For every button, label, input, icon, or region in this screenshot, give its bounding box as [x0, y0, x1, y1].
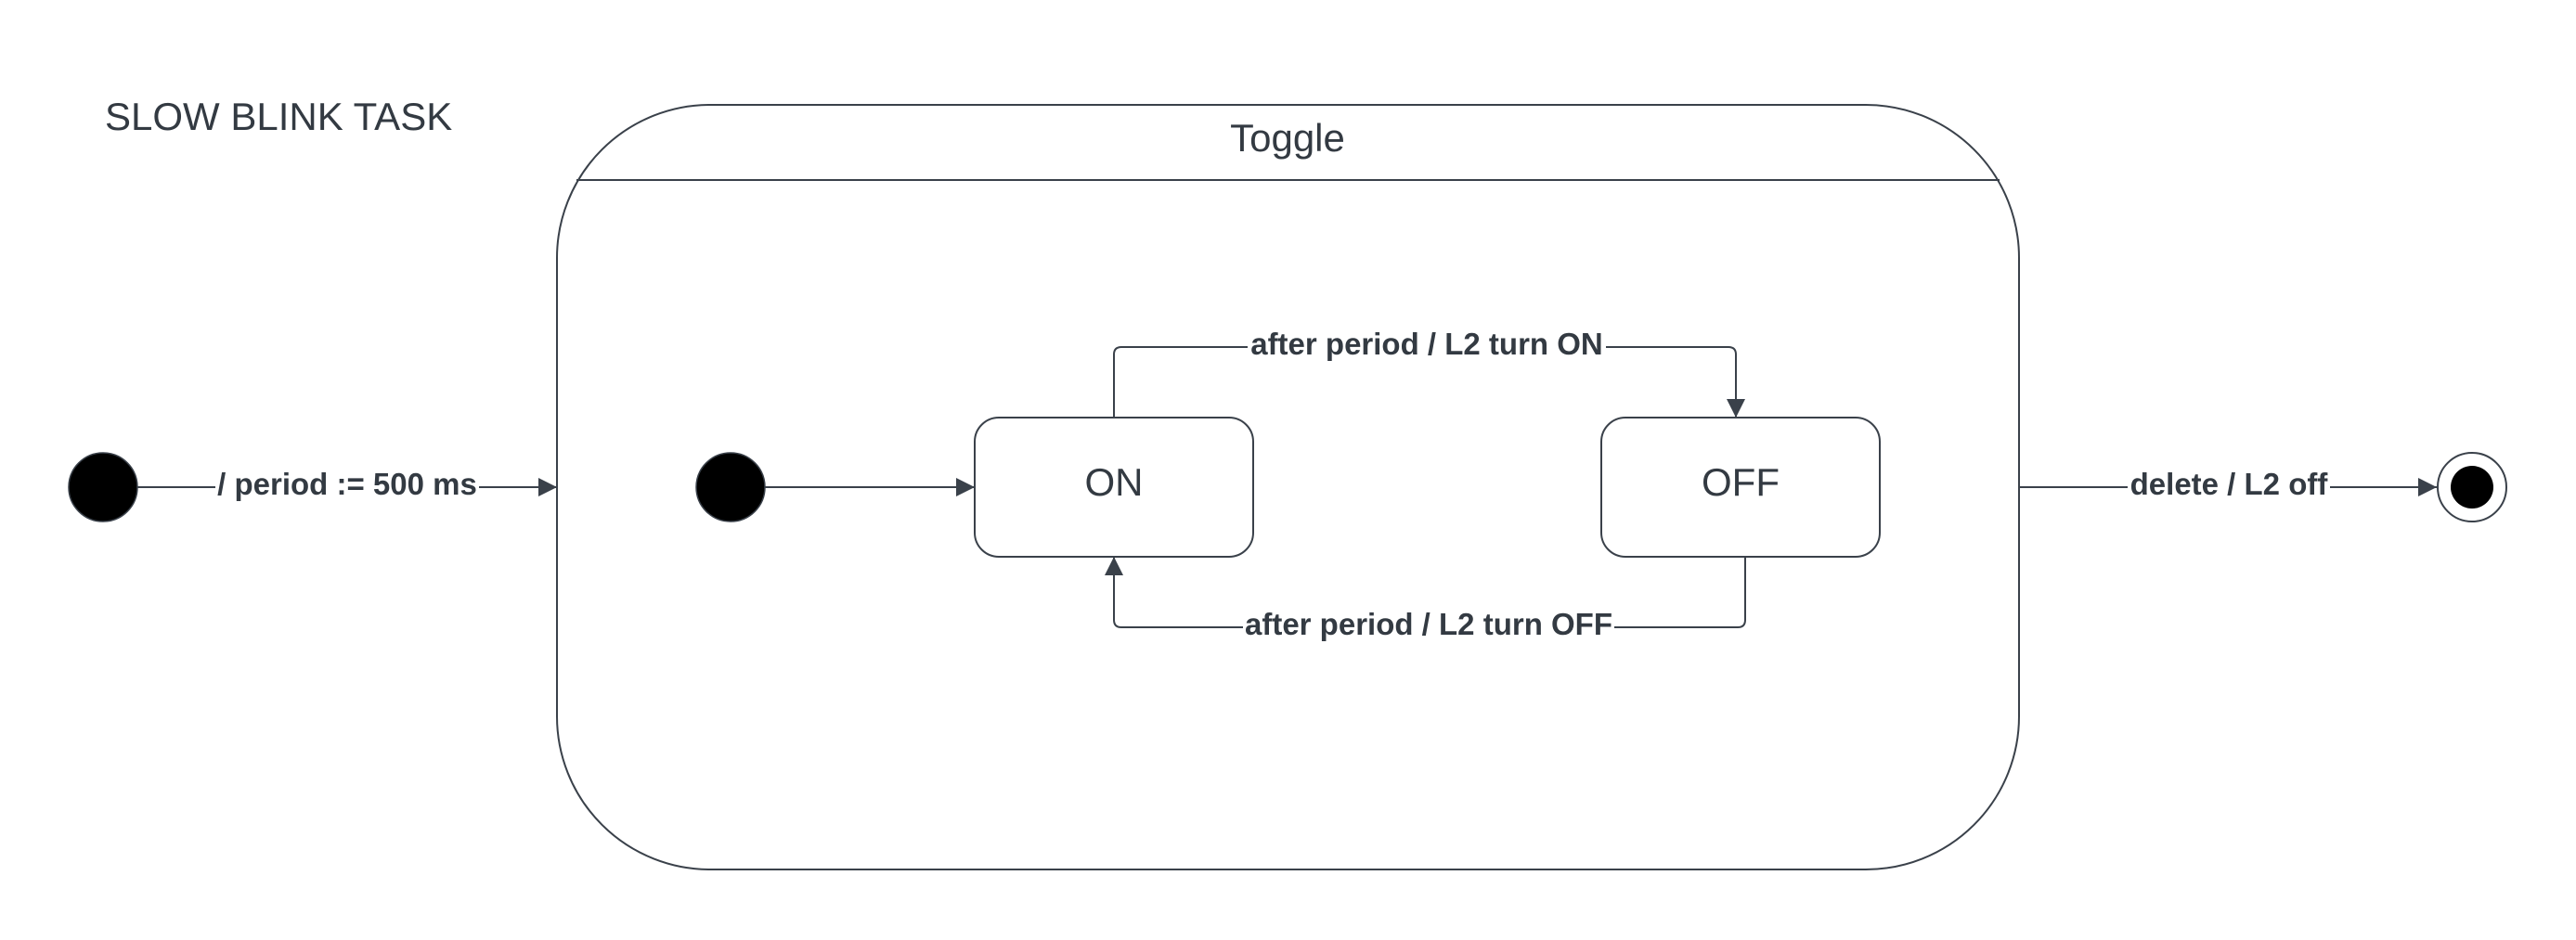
final-state-inner-dot	[2451, 466, 2493, 509]
transition-label-bg	[2128, 466, 2330, 505]
state-off: OFF	[1600, 417, 1881, 558]
state-on-label: ON	[1085, 460, 1144, 504]
transition-off-to-on-label: after period / L2 turn OFF	[1245, 607, 1612, 641]
transition-on-to-off: after period / L2 turn ON	[1113, 327, 1745, 418]
transition-toggle-to-final-label: delete / L2 off	[2130, 467, 2329, 501]
transition-off-to-on: after period / L2 turn OFF	[1105, 557, 1746, 648]
transition-init-to-toggle-label: / period := 500 ms	[217, 467, 477, 501]
diagram-title: SLOW BLINK TASK	[105, 95, 452, 138]
outer-initial-pseudostate	[68, 452, 138, 522]
transition-on-to-off-label: after period / L2 turn ON	[1250, 327, 1603, 361]
state-off-label: OFF	[1702, 460, 1780, 504]
final-state	[2437, 452, 2507, 522]
state-on: ON	[974, 417, 1254, 558]
inner-initial-pseudostate	[695, 452, 766, 522]
transition-toggle-to-final: delete / L2 off	[2019, 466, 2437, 505]
transition-label-bg	[1243, 607, 1614, 648]
transition-init-to-toggle: / period := 500 ms	[137, 466, 557, 505]
transition-label-bg	[1248, 327, 1606, 367]
transition-label-bg	[215, 466, 479, 505]
state-off-box	[1600, 417, 1881, 558]
composite-state-name: Toggle	[1230, 116, 1345, 160]
